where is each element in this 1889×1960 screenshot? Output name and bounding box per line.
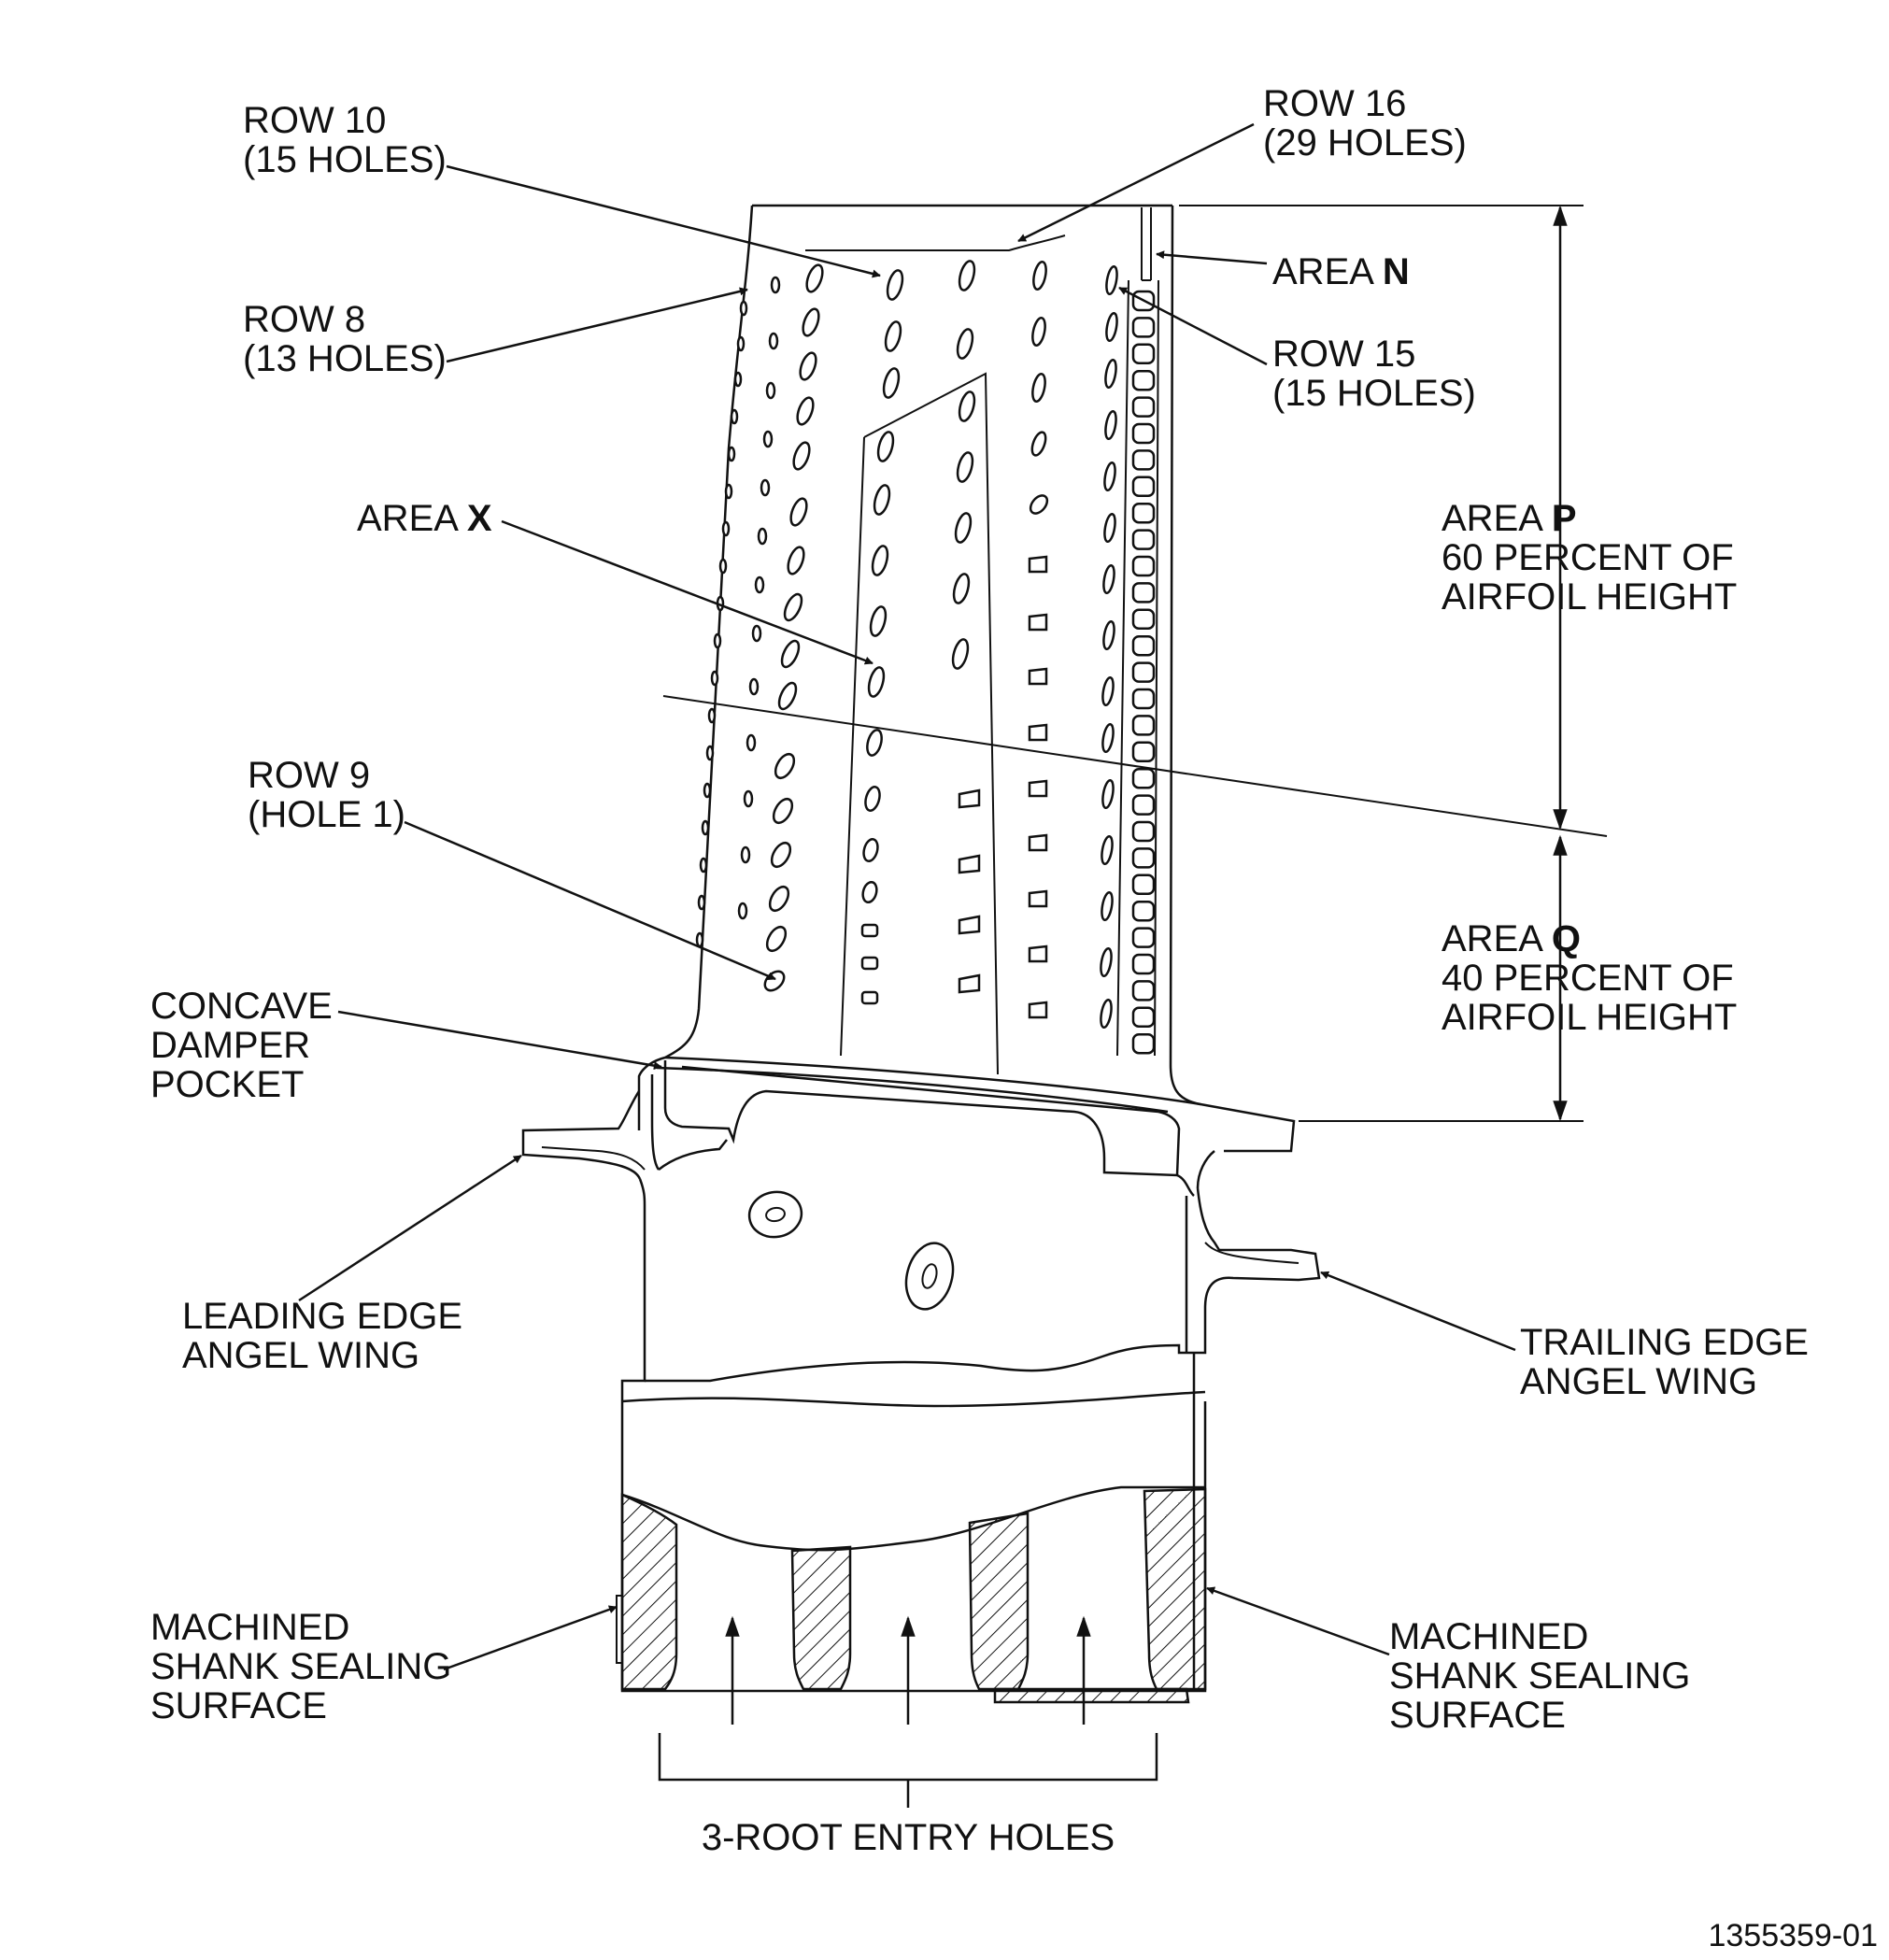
row-10-holes xyxy=(860,269,904,1005)
labels: ROW 10(15 HOLES) ROW 16(29 HOLES) ROW 8(… xyxy=(150,83,1878,1953)
trailing-edge-slot xyxy=(1131,449,1156,471)
trailing-edge-slot xyxy=(1131,634,1156,657)
leading-edge-holes-col2 xyxy=(737,276,781,920)
trailing-edge-slot xyxy=(1131,317,1156,338)
platform-and-shank xyxy=(521,1056,1321,1704)
trailing-edge-slot xyxy=(1131,343,1156,365)
label-area-n: AREA N xyxy=(1272,251,1410,292)
label-row-9: ROW 9(HOLE 1) xyxy=(248,755,405,835)
trailing-edge-slot xyxy=(1131,980,1156,1001)
trailing-edge-slot xyxy=(1131,502,1156,524)
trailing-edge-slot xyxy=(1131,1006,1156,1029)
figure-number: 1355359-01 xyxy=(1708,1918,1878,1953)
trailing-edge-slot xyxy=(1131,794,1156,816)
trailing-edge-slot xyxy=(1131,688,1156,710)
trailing-edge-slot xyxy=(1131,820,1156,843)
leader-lines xyxy=(298,122,1584,1808)
label-area-x: AREA X xyxy=(357,498,492,539)
trailing-edge-slot xyxy=(1131,847,1156,869)
row-15-holes xyxy=(1100,264,1118,1030)
right-sealing-surface xyxy=(1143,1487,1207,1691)
trailing-edge-slot xyxy=(1131,873,1156,896)
label-row-15: ROW 15(15 HOLES) xyxy=(1272,334,1476,414)
trailing-edge-slots xyxy=(1131,290,1156,1055)
trailing-edge-slot xyxy=(1131,1032,1156,1055)
trailing-edge-slot xyxy=(1131,582,1156,604)
trailing-edge-slot xyxy=(1131,396,1156,418)
trailing-edge-slot xyxy=(1131,529,1156,550)
trailing-edge-slot xyxy=(1131,369,1156,391)
label-root-entry-holes: 3-ROOT ENTRY HOLES xyxy=(702,1817,1115,1858)
label-row-10: ROW 10(15 HOLES) xyxy=(243,100,447,180)
trailing-edge-slot xyxy=(1131,741,1156,763)
trailing-edge-slot xyxy=(1131,422,1156,445)
label-row-16: ROW 16(29 HOLES) xyxy=(1263,83,1467,163)
label-row-8: ROW 8(13 HOLES) xyxy=(243,299,447,379)
trailing-edge-slot xyxy=(1131,900,1156,922)
left-sealing-surface xyxy=(620,1493,678,1691)
leading-edge-holes-col1 xyxy=(695,300,748,948)
row-16-holes xyxy=(1028,261,1049,1019)
trailing-edge-slot xyxy=(1131,555,1156,577)
trailing-edge-slot xyxy=(1131,927,1156,948)
trailing-edge-slot xyxy=(1131,715,1156,736)
trailing-edge-slot xyxy=(1131,608,1156,631)
trailing-edge-slot xyxy=(1131,767,1156,789)
trailing-edge-slot xyxy=(1131,661,1156,683)
mid-airfoil-holes xyxy=(951,260,981,994)
trailing-edge-slot xyxy=(1131,953,1156,975)
trailing-edge-slot xyxy=(1131,476,1156,498)
row-8-holes xyxy=(763,263,824,992)
